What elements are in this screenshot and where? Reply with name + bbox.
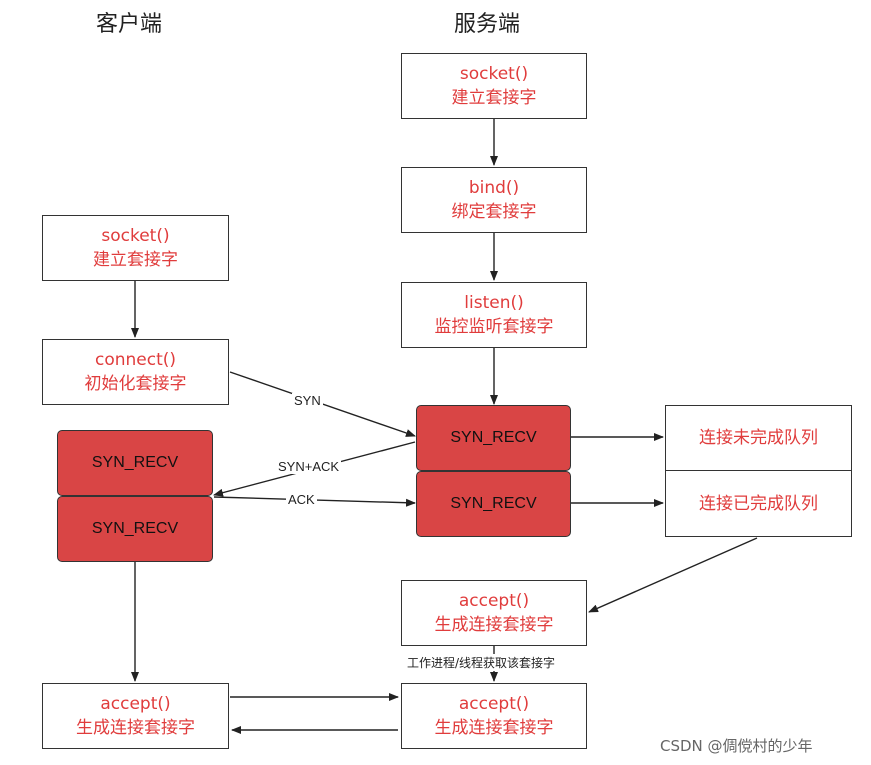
client-connect-func: connect() [94, 350, 177, 370]
client-accept-box: accept() 生成连接套接字 [42, 683, 229, 749]
syn-ack-label: SYN+ACK [276, 459, 342, 474]
server-bind-desc: 绑定套接字 [451, 202, 537, 222]
worker-label: 工作进程/线程获取该套接字 [405, 654, 558, 671]
server-accept2-desc: 生成连接套接字 [434, 718, 554, 738]
server-accept2-func: accept() [458, 694, 530, 714]
server-header: 服务端 [454, 12, 521, 37]
client-header: 客户端 [96, 12, 163, 37]
incomplete-queue-label: 连接未完成队列 [699, 428, 818, 448]
server-listen-desc: 监控监听套接字 [434, 317, 554, 337]
client-syn-recv-1: SYN_RECV [57, 430, 213, 496]
server-bind-func: bind() [468, 178, 520, 198]
incomplete-queue-box: 连接未完成队列 [665, 405, 852, 471]
server-syn-recv-1: SYN_RECV [416, 405, 571, 471]
server-socket-desc: 建立套接字 [451, 88, 537, 108]
server-bind-box: bind() 绑定套接字 [401, 167, 587, 233]
server-accept-func: accept() [458, 591, 530, 611]
client-accept-desc: 生成连接套接字 [76, 718, 195, 738]
client-connect-desc: 初始化套接字 [84, 374, 187, 394]
watermark: CSDN @倜傥村的少年 [660, 737, 813, 755]
server-listen-func: listen() [464, 293, 524, 313]
complete-queue-label: 连接已完成队列 [699, 493, 818, 514]
server-accept2-box: accept() 生成连接套接字 [401, 683, 587, 749]
ack-label: ACK [286, 492, 317, 507]
server-socket-box: socket() 建立套接字 [401, 53, 587, 119]
server-listen-box: listen() 监控监听套接字 [401, 282, 587, 348]
client-socket-desc: 建立套接字 [93, 250, 178, 270]
arrow-queue-to-accept [588, 537, 758, 613]
client-accept-func: accept() [100, 694, 171, 714]
server-socket-func: socket() [459, 64, 529, 84]
server-accept-desc: 生成连接套接字 [434, 615, 554, 635]
syn-label: SYN [292, 393, 323, 408]
server-accept-box: accept() 生成连接套接字 [401, 580, 587, 646]
client-connect-box: connect() 初始化套接字 [42, 339, 229, 405]
complete-queue-box: 连接已完成队列 [665, 470, 852, 537]
client-syn-recv-2: SYN_RECV [57, 496, 213, 562]
client-socket-box: socket() 建立套接字 [42, 215, 229, 281]
server-syn-recv-2: SYN_RECV [416, 471, 571, 537]
client-socket-func: socket() [101, 226, 170, 246]
